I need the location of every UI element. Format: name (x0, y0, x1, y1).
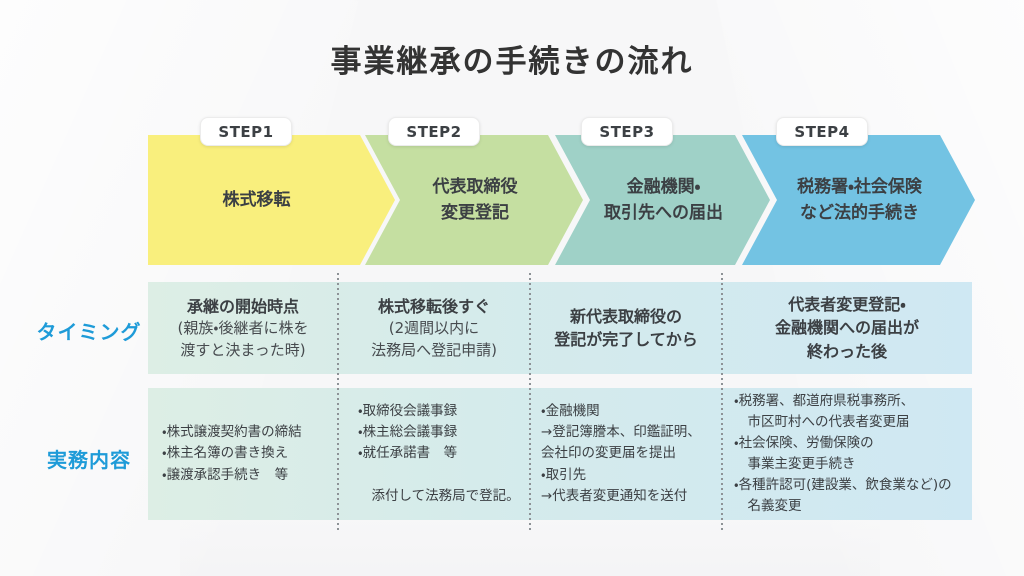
timing-band: 承継の開始時点 (親族・後継者に株を 渡すと決まった時) 株式移転後すぐ (2週… (148, 282, 972, 374)
column-divider (721, 273, 723, 530)
timing-detail: (親族・後継者に株を 渡すと決まった時) (177, 318, 309, 359)
timing-cell-step4: 代表者変更登記・ 金融機関への届出が 終わった後 (722, 282, 972, 374)
timing-cell-step3: 新代表取締役の 登記が完了してから (530, 282, 722, 374)
step4-chevron: 税務署・社会保険 など法的手続き (742, 135, 975, 265)
step3-label: 金融機関・ 取引先への届出 (604, 176, 723, 223)
tasks-cell-step1: ・株式譲渡契約書の締結 ・株主名簿の書き換え ・譲渡承認手続き 等 (162, 424, 302, 483)
timing-cell-step1: 承継の開始時点 (親族・後継者に株を 渡すと決まった時) (148, 282, 338, 374)
timing-title: 承継の開始時点 (186, 296, 299, 316)
tasks-cell-step4: ・税務署、都道府県税事務所、 市区町村への代表者変更届 ・社会保険、労働保険の … (734, 392, 952, 515)
tasks-cell-step3: ・金融機関 →登記簿謄本、印鑑証明、 会社印の変更届を提出 ・取引先 →代表者変… (541, 403, 701, 504)
step3-badge: STEP3 (581, 117, 673, 146)
timing-title: 新代表取締役の 登記が完了してから (554, 306, 698, 349)
step3-chevron: 金融機関・ 取引先への届出 (555, 135, 770, 265)
step2-label: 代表取締役 変更登記 (432, 176, 518, 223)
tasks-row-label: 実務内容 (47, 448, 131, 472)
timing-title: 代表者変更登記・ 金融機関への届出が 終わった後 (774, 295, 919, 361)
step1-chevron: 株式移転 (148, 135, 395, 265)
step2-chevron: 代表取締役 変更登記 (365, 135, 583, 265)
tasks-cell-step2: ・取締役会議事録 ・株主総会議事録 ・就任承諾書 等 添付して法務局で登記。 (358, 403, 520, 504)
column-divider (529, 273, 531, 530)
timing-title: 株式移転後すぐ (377, 296, 490, 316)
timing-cell-step2: 株式移転後すぐ (2週間以内に 法務局へ登記申請) (338, 282, 530, 374)
tasks-band: ・株式譲渡契約書の締結 ・株主名簿の書き換え ・譲渡承認手続き 等 ・取締役会議… (148, 388, 972, 520)
step1-label: 株式移転 (222, 189, 291, 210)
page-title: 事業継承の手続きの流れ (330, 44, 694, 80)
step2-badge: STEP2 (388, 117, 480, 146)
step1-badge: STEP1 (200, 117, 292, 146)
timing-detail: (2週間以内に 法務局へ登記申請) (371, 318, 497, 359)
step4-badge: STEP4 (776, 117, 868, 146)
timing-row-label: タイミング (36, 320, 142, 344)
step4-label: 税務署・社会保険 など法的手続き (797, 176, 922, 223)
column-divider (337, 273, 339, 530)
